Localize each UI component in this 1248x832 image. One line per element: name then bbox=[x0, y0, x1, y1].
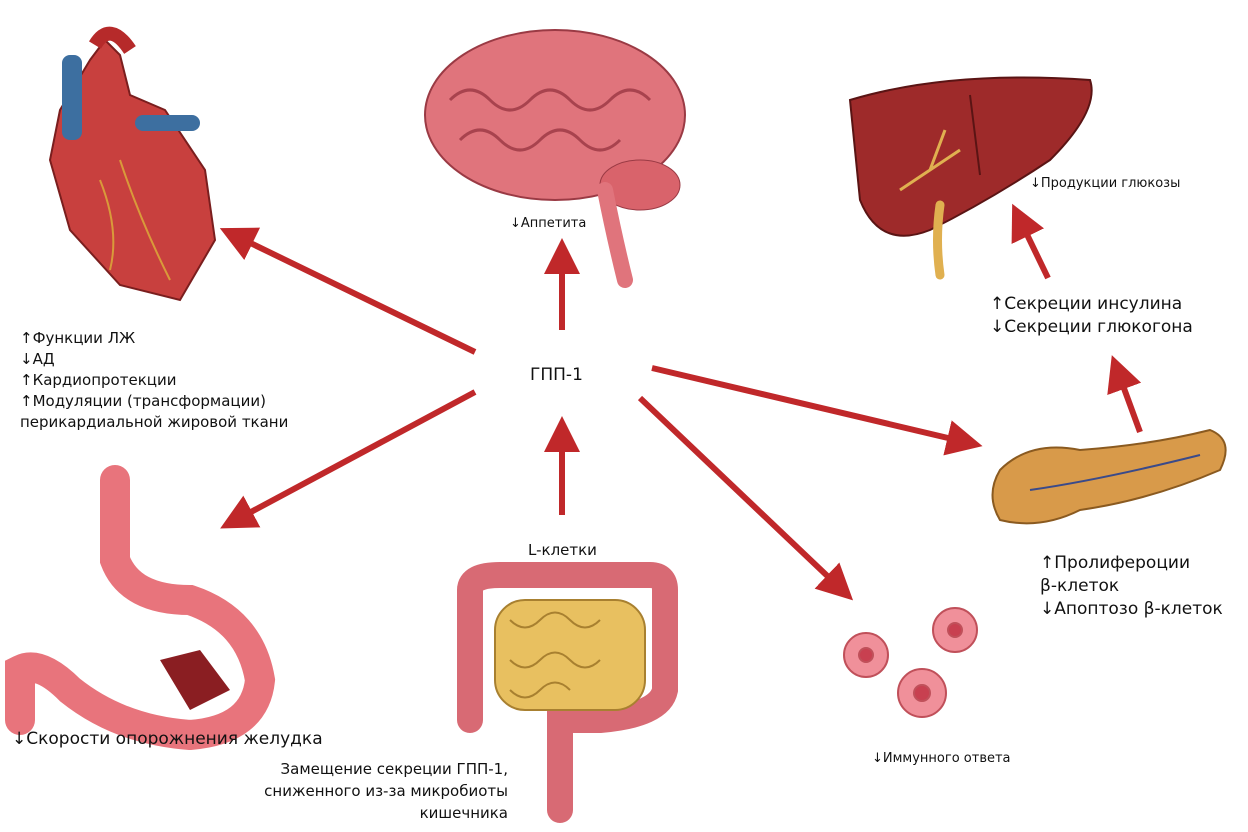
l-cells-label: L-клетки bbox=[528, 541, 597, 559]
pancreas-line: ↓Апоптозо β-клеток bbox=[1040, 599, 1223, 619]
intestine-line: кишечника bbox=[419, 804, 508, 822]
pancreas-hormones: ↑Секреции инсулина ↓Секреции глюкогона bbox=[990, 293, 1193, 339]
insulin-effect: ↑Секреции инсулина bbox=[990, 294, 1183, 314]
arrow-pancreas-to-hormones bbox=[1107, 355, 1143, 434]
heart-line: ↑Модуляции (трансформации) bbox=[20, 392, 266, 410]
arrow-to-heart bbox=[219, 227, 477, 355]
center-label: ГПП-1 bbox=[530, 365, 583, 385]
stomach-effect: ↓Скорости опорожнения желудка bbox=[12, 729, 323, 749]
pancreas-effects: ↑Пролифероции β-клеток ↓Апоптозо β-клето… bbox=[1040, 552, 1223, 621]
arrow-to-immune bbox=[637, 395, 854, 601]
heart-line: ↑Кардиопротекции bbox=[20, 371, 177, 389]
brain-illustration bbox=[424, 29, 686, 288]
glucagon-effect: ↓Секреции глюкогона bbox=[990, 317, 1193, 337]
intestine-line: сниженного из-за микробиоты bbox=[264, 782, 508, 800]
arrow-to-pancreas bbox=[651, 365, 983, 456]
heart-line: ↑Функции ЛЖ bbox=[20, 329, 136, 347]
liver-effect: ↓Продукции глюкозы bbox=[1030, 176, 1181, 191]
pancreas-illustration bbox=[991, 428, 1227, 525]
immune-effect: ↓Иммунного ответа bbox=[872, 751, 1011, 766]
immune-cells-illustration bbox=[843, 607, 978, 718]
arrow-to-stomach bbox=[220, 389, 477, 529]
heart-line: перикардиальной жировой ткани bbox=[20, 413, 289, 431]
intestine-line: Замещение секреции ГПП-1, bbox=[280, 760, 508, 778]
intestine-illustration bbox=[457, 562, 678, 823]
intestine-effect: Замещение секреции ГПП-1, сниженного из-… bbox=[240, 758, 508, 824]
heart-line: ↓АД bbox=[20, 350, 55, 368]
arrow-hormones-to-liver bbox=[1011, 203, 1051, 280]
liver-illustration bbox=[848, 76, 1093, 280]
heart-effects: ↑Функции ЛЖ ↓АД ↑Кардиопротекции ↑Модуля… bbox=[20, 328, 288, 433]
pancreas-line: β-клеток bbox=[1040, 576, 1120, 596]
heart-illustration bbox=[48, 26, 217, 302]
pancreas-line: ↑Пролифероции bbox=[1040, 553, 1190, 573]
stomach-illustration bbox=[5, 465, 276, 751]
brain-effect: ↓Аппетита bbox=[510, 216, 587, 231]
